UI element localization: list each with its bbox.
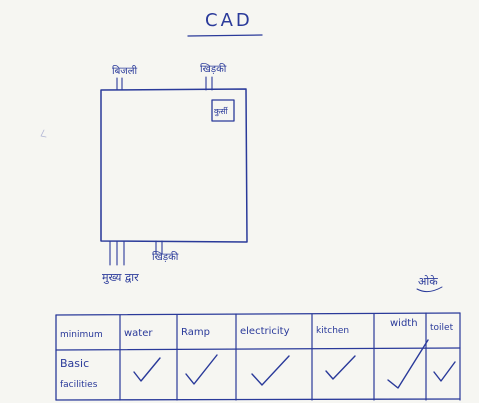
table-bottom-line <box>55 398 461 401</box>
table-header-ramp: Ramp <box>181 327 210 338</box>
table-top-line <box>55 312 461 316</box>
top-right-marker <box>205 76 213 91</box>
table-header-width: width <box>390 318 418 329</box>
top-left-marker <box>116 77 123 91</box>
row-label-line1: Basic <box>60 357 89 370</box>
facilities-table <box>55 312 461 401</box>
label-bottom-left: मुख्य द्वार <box>102 271 139 284</box>
check-mark-water <box>133 357 161 382</box>
table-header-minimum: minimum <box>60 330 103 340</box>
label-top-right: खिड़की <box>200 63 227 75</box>
table-header-toilet: toilet <box>430 323 454 333</box>
signature: ओके <box>418 275 438 288</box>
check-mark-kitchen <box>325 355 356 380</box>
check-mark-width <box>387 339 429 389</box>
check-mark-ramp <box>185 354 218 385</box>
label-corner-box: कुर्सी <box>214 106 229 117</box>
page-title: CAD <box>205 10 253 31</box>
table-header-water: water <box>124 328 153 339</box>
stray-mark <box>40 129 47 138</box>
label-top-left: बिजली <box>112 65 137 77</box>
table-middle-line <box>55 347 461 351</box>
room-outline <box>100 88 248 243</box>
signature-flourish <box>416 286 443 293</box>
row-label-line2: facilities <box>60 380 98 390</box>
label-bottom-right: खिड़की <box>152 251 179 263</box>
bottom-window-marker <box>155 240 163 255</box>
main-door-marker <box>109 240 125 266</box>
title-underline <box>187 34 263 37</box>
corner-box <box>211 99 235 122</box>
table-header-kitchen: kitchen <box>316 326 349 336</box>
check-mark-toilet <box>433 361 456 382</box>
check-mark-electricity <box>251 355 290 386</box>
table-header-electricity: electricity <box>240 326 290 337</box>
